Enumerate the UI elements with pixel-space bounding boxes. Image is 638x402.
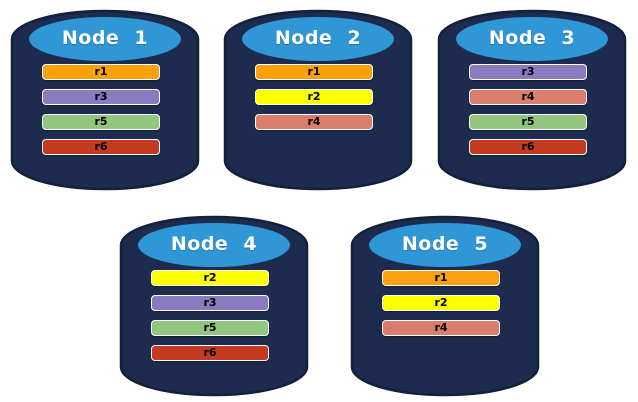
record-bar-r1: r1 — [255, 64, 373, 80]
record-list: r1 r2 r4 — [350, 270, 532, 336]
cylinder-top-ellipse — [369, 223, 521, 267]
record-bar-r4: r4 — [469, 89, 587, 105]
record-bar-r3: r3 — [42, 89, 160, 105]
record-list: r1 r3 r5 r6 — [10, 64, 192, 155]
node-1: Node 1 r1 r3 r5 r6 — [10, 6, 200, 194]
node-title: Node 3 — [488, 27, 576, 49]
node-2: Node 2 r1 r2 r4 — [223, 6, 413, 194]
record-list: r3 r4 r5 r6 — [437, 64, 619, 155]
node-title: Node 5 — [401, 233, 489, 255]
record-bar-r1: r1 — [382, 270, 500, 286]
record-bar-r5: r5 — [469, 114, 587, 130]
record-bar-r1: r1 — [42, 64, 160, 80]
node-title: Node 4 — [170, 233, 258, 255]
record-bar-r4: r4 — [382, 320, 500, 336]
record-bar-r2: r2 — [382, 295, 500, 311]
record-list: r1 r2 r4 — [223, 64, 405, 130]
record-bar-r5: r5 — [42, 114, 160, 130]
record-bar-r6: r6 — [42, 139, 160, 155]
cylinder-top-ellipse — [138, 223, 290, 267]
record-bar-r5: r5 — [151, 320, 269, 336]
record-bar-r2: r2 — [151, 270, 269, 286]
record-bar-r4: r4 — [255, 114, 373, 130]
node-5: Node 5 r1 r2 r4 — [350, 212, 540, 400]
cylinder-top-ellipse — [242, 17, 394, 61]
node-4: Node 4 r2 r3 r5 r6 — [119, 212, 309, 400]
node-3: Node 3 r3 r4 r5 r6 — [437, 6, 627, 194]
node-title: Node 2 — [274, 27, 362, 49]
record-list: r2 r3 r5 r6 — [119, 270, 301, 361]
cylinder-top-ellipse — [29, 17, 181, 61]
record-bar-r6: r6 — [151, 345, 269, 361]
node-title: Node 1 — [61, 27, 149, 49]
record-bar-r2: r2 — [255, 89, 373, 105]
record-bar-r3: r3 — [151, 295, 269, 311]
record-bar-r3: r3 — [469, 64, 587, 80]
cylinder-top-ellipse — [456, 17, 608, 61]
record-bar-r6: r6 — [469, 139, 587, 155]
